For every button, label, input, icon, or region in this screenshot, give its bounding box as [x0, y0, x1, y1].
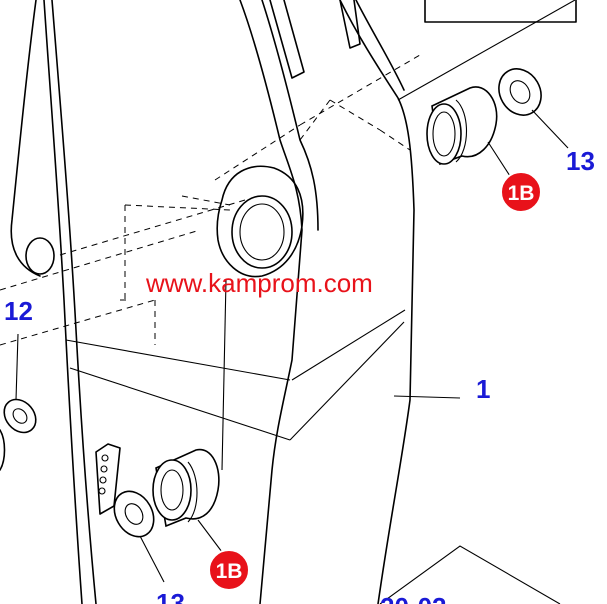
upper-bushing — [426, 86, 498, 166]
boom-body — [65, 0, 576, 604]
left-washer — [0, 398, 37, 471]
title-box — [424, 0, 577, 23]
lower-washer — [113, 490, 155, 538]
callout-part-12: 12 — [4, 296, 33, 326]
grease-strip — [95, 443, 121, 515]
badge-1b-upper: 1B — [500, 171, 542, 213]
leader-lines — [15, 109, 569, 583]
callout-part-20-partial: 20-02 — [380, 592, 447, 604]
upper-washer — [498, 68, 542, 116]
badge-1b-lower: 1B — [208, 549, 250, 591]
callout-part-13-upper: 13 — [566, 146, 595, 176]
watermark-text: www.kamprom.com — [145, 268, 373, 298]
svg-text:1B: 1B — [508, 182, 535, 205]
left-arm-outline — [10, 0, 97, 604]
callout-part-13-lower: 13 — [156, 588, 185, 604]
pivot-boss — [216, 165, 304, 278]
callout-part-1: 1 — [476, 374, 490, 404]
lower-bushing — [152, 279, 227, 528]
svg-text:1B: 1B — [216, 560, 243, 583]
hidden-lines — [0, 54, 421, 346]
